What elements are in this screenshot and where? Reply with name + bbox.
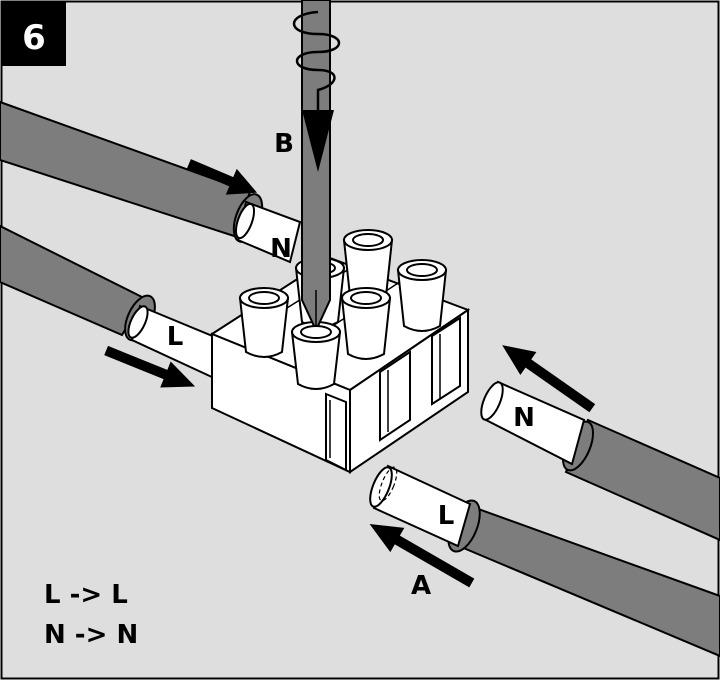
- label-neutral-right: N: [513, 403, 535, 433]
- label-live-right: L: [438, 501, 455, 531]
- screw-tower-front-left: [238, 287, 290, 358]
- step-badge: 6: [2, 2, 66, 66]
- screw-tower-back-middle: [342, 229, 394, 302]
- arrow-icon: [104, 159, 596, 588]
- cable-live-right: [369, 464, 720, 658]
- label-neutral-left: N: [270, 234, 292, 264]
- screwdriver-icon: [292, 0, 340, 327]
- step-number: 6: [22, 18, 46, 58]
- label-insert-a: A: [411, 571, 431, 601]
- cable-neutral-right: [480, 380, 720, 542]
- screw-tower-front-middle: [290, 321, 342, 390]
- screw-tower-back-right: [396, 259, 448, 332]
- label-live-left: L: [167, 322, 184, 352]
- cable-neutral-left: [0, 100, 302, 264]
- screw-tower-front-right: [340, 287, 392, 360]
- label-screwdriver-b: B: [274, 129, 294, 159]
- mapping-line-neutral: N -> N: [44, 620, 138, 650]
- mapping-line-live: L -> L: [44, 580, 128, 610]
